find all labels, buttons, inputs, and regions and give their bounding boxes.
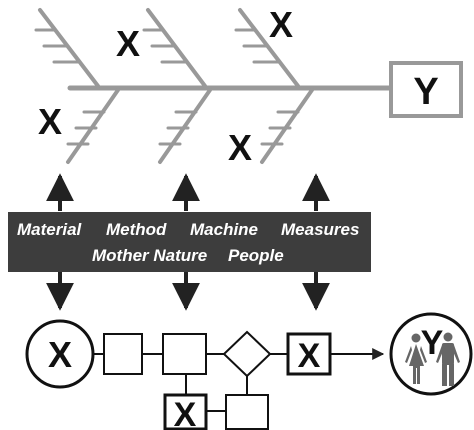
lower-bone-2 — [158, 88, 212, 164]
upper-bone-2 — [146, 8, 207, 88]
process-flow — [25, 312, 473, 430]
decision-diamond — [222, 330, 272, 378]
category-measures: Measures — [281, 220, 359, 239]
cause-label-bottom-left: X — [38, 101, 62, 142]
step-x-label: X — [298, 337, 321, 375]
cause-label-bottom-right: X — [228, 127, 252, 168]
category-method: Method — [106, 220, 167, 239]
upper-bone-1 — [38, 8, 100, 88]
process-step-1 — [103, 333, 143, 375]
upper-bone-3 — [238, 8, 300, 88]
connector-arrows — [46, 173, 330, 311]
process-step-2 — [162, 333, 207, 375]
process-step-lower-x — [163, 393, 208, 430]
input-label: X — [48, 334, 72, 375]
category-people: People — [228, 246, 284, 265]
output-label: Y — [421, 324, 444, 362]
process-step-x — [286, 332, 332, 376]
category-machine: Machine — [190, 220, 258, 239]
fishbone-diagram — [34, 8, 463, 164]
upper-bone-ribs — [34, 28, 280, 64]
cause-label-top-right: X — [269, 4, 293, 45]
process-step-lower — [225, 394, 269, 430]
effect-box — [389, 61, 463, 118]
effect-label: Y — [413, 71, 438, 113]
input-circle — [25, 319, 95, 389]
lower-bone-ribs — [66, 110, 300, 146]
category-mother-nature: Mother Nature — [92, 246, 207, 265]
category-material: Material — [17, 220, 83, 239]
category-banner — [8, 212, 371, 272]
lower-bone-3 — [260, 88, 314, 164]
cause-label-top-left: X — [116, 23, 140, 64]
lower-bone-1 — [66, 88, 120, 164]
lower-x-label: X — [174, 396, 197, 430]
people-icon — [405, 332, 460, 386]
